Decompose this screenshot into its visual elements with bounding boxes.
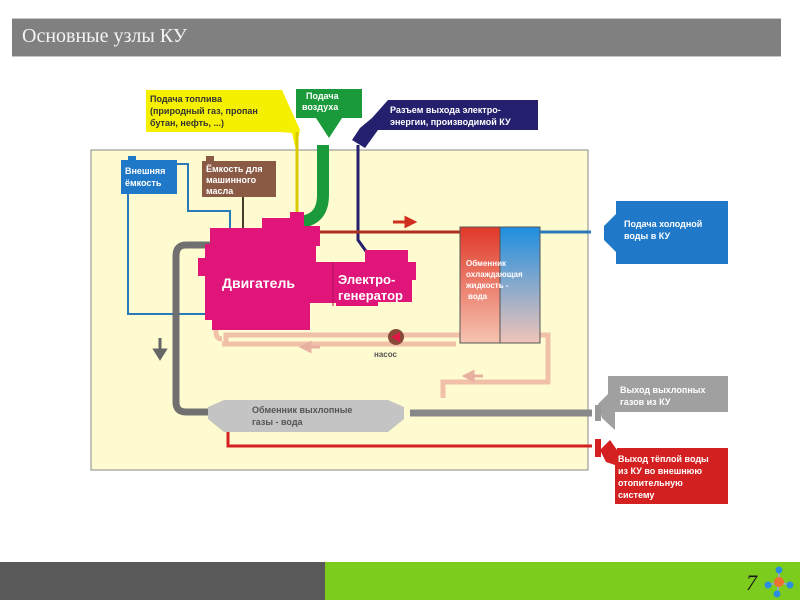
footer-bar-dark [0, 562, 325, 600]
page-number: 7 [746, 570, 757, 595]
electro-generator: Электро- генератор [310, 250, 416, 306]
exhaust-pipe [172, 241, 210, 416]
exhaust-out-label-1: Выход выхлопных [620, 385, 705, 395]
fuel-label-2: (природный газ, пропан [150, 106, 258, 116]
coolant-flow-arrow-icon [298, 340, 320, 354]
fuel-label-3: бутан, нефть, ...) [150, 118, 224, 128]
engine-label: Двигатель [222, 275, 295, 291]
exhaust-exchanger-label-1: Обменник выхлопные [252, 405, 352, 415]
coolant-heat-exchanger: Обменник охлаждающая жидкость - вода [459, 226, 541, 344]
cold-water-label-1: Подача холодной [624, 219, 702, 229]
oil-tank-label-3: масла [206, 186, 234, 196]
coolant-flow-arrow-icon-2 [461, 369, 483, 383]
footer-bar-green [325, 562, 800, 600]
power-label-2: энергии, производимой КУ [390, 117, 511, 127]
coolant-exchanger-label-4: вода [468, 292, 488, 301]
power-output-callout: Разъем выхода электро- энергии, производ… [352, 100, 538, 255]
generator-label-1: Электро- [338, 272, 395, 287]
hot-water-label-4: систему [618, 490, 654, 500]
external-tank-label-1: Внешняя [125, 166, 165, 176]
exhaust-heat-exchanger: Обменник выхлопные газы - вода [208, 400, 404, 432]
molecule-logo-icon [764, 566, 794, 598]
generator-label-2: генератор [338, 288, 403, 303]
hot-water-label-2: из КУ во внешнюю [618, 466, 702, 476]
oil-tank-label-1: Ёмкость для [206, 164, 263, 174]
hot-water-label-3: отопительную [618, 478, 683, 488]
cold-water-supply-callout: Подача холодной воды в КУ [604, 201, 728, 264]
air-label-1: Подача [306, 91, 340, 101]
coolant-exchanger-label-1: Обменник [466, 259, 507, 268]
hot-flow-arrow-icon [393, 215, 418, 229]
exhaust-output-callout: Выход выхлопных газов из КУ [595, 376, 728, 430]
external-tank-label-2: ёмкость [125, 178, 162, 188]
oil-tank-label-2: машинного [206, 175, 257, 185]
coolant-exchanger-label-3: жидкость - [465, 281, 509, 290]
fuel-supply-callout: Подача топлива (природный газ, пропан бу… [146, 90, 300, 212]
power-label-1: Разъем выхода электро- [390, 105, 501, 115]
hot-water-out-pipe [226, 432, 592, 448]
exhaust-exchanger-label-2: газы - вода [252, 417, 304, 427]
exhaust-out-label-2: газов из КУ [620, 397, 671, 407]
slide-title-bar: Основные узлы КУ [12, 18, 781, 57]
oil-tank: Ёмкость для машинного масла [202, 156, 276, 232]
hot-water-output-callout: Выход тёплой воды из КУ во внешнюю отопи… [595, 439, 728, 504]
cold-water-label-2: воды в КУ [624, 231, 670, 241]
hot-water-label-1: Выход тёплой воды [618, 454, 709, 464]
engine: Двигатель [198, 212, 320, 330]
pump: насос [374, 329, 404, 359]
pump-label: насос [374, 350, 398, 359]
coolant-return-pipe [222, 332, 551, 398]
slide-title: Основные узлы КУ [22, 25, 187, 47]
exhaust-flow-arrow-icon [152, 338, 168, 361]
air-label-2: воздуха [302, 102, 339, 112]
coolant-exchanger-label-2: охлаждающая [466, 270, 523, 279]
fuel-label-1: Подача топлива [150, 94, 223, 104]
